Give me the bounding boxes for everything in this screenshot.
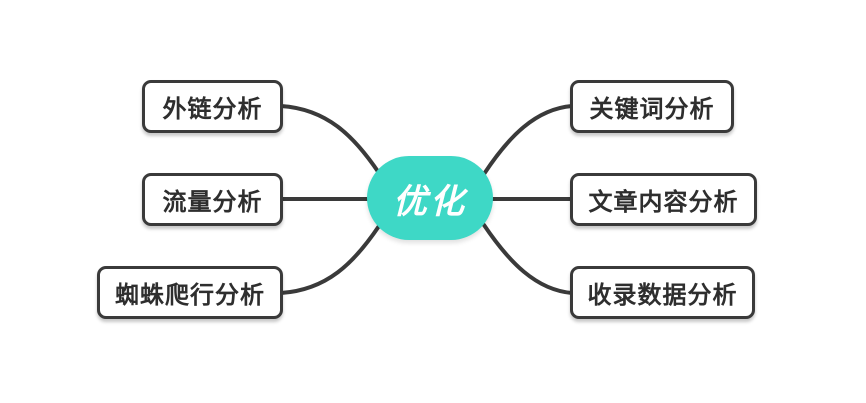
connector-bottom-right [482, 223, 574, 295]
node-article-content-analysis[interactable]: 文章内容分析 [570, 173, 757, 226]
node-keyword-analysis[interactable]: 关键词分析 [570, 80, 734, 133]
connector-top-left [279, 104, 381, 175]
node-label: 蜘蛛爬行分析 [115, 282, 265, 309]
connector-top-right [482, 104, 574, 176]
node-spider-crawl-analysis[interactable]: 蜘蛛爬行分析 [97, 266, 283, 319]
node-label: 外链分析 [162, 96, 263, 123]
node-label: 收录数据分析 [587, 282, 738, 309]
node-label: 文章内容分析 [588, 189, 739, 216]
node-indexed-data-analysis[interactable]: 收录数据分析 [570, 266, 755, 319]
node-label: 关键词分析 [589, 96, 715, 123]
center-node-optimization[interactable]: 优化 [367, 156, 493, 240]
connector-bottom-left [279, 224, 381, 295]
center-node-label: 优化 [393, 182, 467, 221]
node-external-link-analysis[interactable]: 外链分析 [142, 80, 283, 133]
node-label: 流量分析 [162, 189, 263, 216]
node-traffic-analysis[interactable]: 流量分析 [142, 173, 283, 226]
